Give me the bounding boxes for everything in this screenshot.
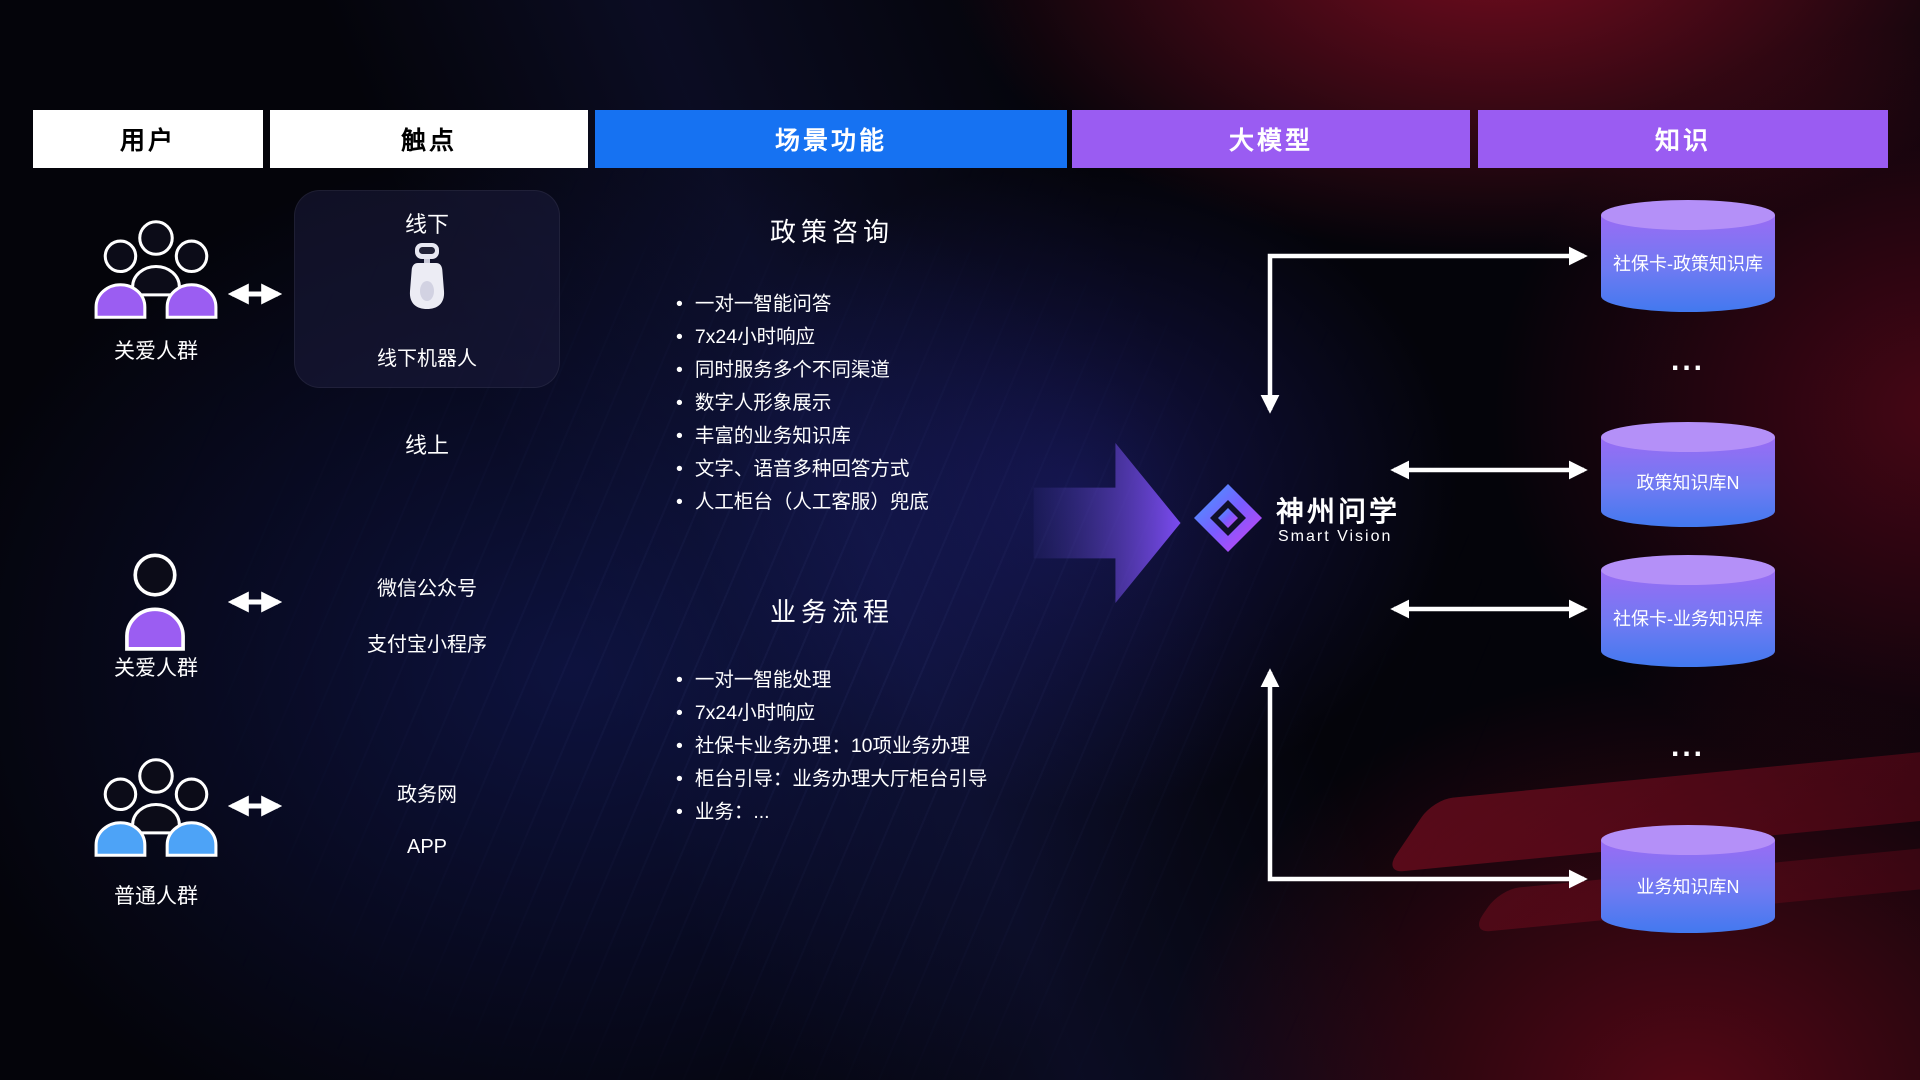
scene-process-title: 业务流程: [769, 597, 894, 627]
user-person-icon: [125, 553, 185, 651]
kb-ellipsis: ...: [1670, 344, 1705, 377]
policy-item: 一对一智能问答: [676, 288, 929, 321]
offline-robot-label: 线下机器人: [377, 348, 477, 370]
policy-item: 文字、语音多种回答方式: [676, 453, 929, 486]
smart-vision-logo-icon: [1194, 484, 1262, 552]
offline-title: 线下: [404, 212, 449, 237]
cylinder-body: [1601, 840, 1775, 933]
process-item: 7x24小时响应: [676, 697, 987, 730]
channel-alipay: 支付宝小程序: [367, 634, 487, 656]
policy-item: 人工柜台（人工客服）兜底: [676, 486, 929, 519]
cylinder-body: [1601, 570, 1775, 667]
scene-policy-list: 一对一智能问答 7x24小时响应 同时服务多个不同渠道 数字人形象展示 丰富的业…: [676, 288, 929, 519]
arrow-model-kb1: [1260, 246, 1588, 414]
column-header-knowledge: 知识: [1478, 110, 1888, 168]
kb-label: 业务知识库N: [1636, 877, 1740, 898]
process-item: 社保卡业务办理：10项业务办理: [676, 730, 987, 763]
cylinder-body: [1601, 437, 1775, 527]
process-item: 柜台引导：业务办理大厅柜台引导: [676, 763, 988, 796]
kb-label: 社保卡-业务知识库: [1613, 609, 1763, 630]
column-header-scenes: 场景功能: [595, 110, 1067, 168]
kb-label: 社保卡-政策知识库: [1613, 254, 1763, 275]
cylinder-top: [1601, 555, 1775, 585]
policy-item: 同时服务多个不同渠道: [676, 354, 929, 387]
kb-cylinder-business-ssc: 社保卡-业务知识库: [1601, 555, 1775, 667]
model-subtitle: Smart Vision: [1278, 528, 1393, 545]
policy-item: 丰富的业务知识库: [676, 420, 929, 453]
user-label-care-group-2: 关爱人群: [114, 657, 198, 680]
channel-wechat: 微信公众号: [377, 578, 477, 600]
kb-cylinder-policy-n: 政策知识库N: [1601, 422, 1775, 527]
scene-policy-title: 政策咨询: [769, 217, 894, 247]
column-header-users: 用户: [33, 110, 263, 168]
column-header-touchpoints: 触点: [270, 110, 588, 168]
offline-touchpoint-card: 线下 线下机器人: [294, 190, 560, 388]
scene-process-list: 一对一智能处理 7x24小时响应 社保卡业务办理：10项业务办理 柜台引导：业务…: [676, 664, 988, 829]
kb-cylinder-policy-ssc: 社保卡-政策知识库: [1601, 200, 1775, 312]
cylinder-top: [1601, 200, 1775, 230]
user-group-icon: [94, 220, 218, 319]
process-item: 业务：...: [676, 796, 987, 829]
online-title: 线上: [404, 433, 449, 458]
channel-app: APP: [406, 836, 448, 858]
cylinder-body: [1601, 215, 1775, 312]
process-item: 一对一智能处理: [676, 664, 987, 697]
kb-label: 政策知识库N: [1636, 472, 1740, 493]
kb-cylinder-business-n: 业务知识库N: [1601, 825, 1775, 933]
cylinder-top: [1601, 825, 1775, 855]
user-label-care-group-1: 关爱人群: [114, 340, 198, 363]
cylinder-top: [1601, 422, 1775, 452]
model-name: 神州问学: [1276, 496, 1401, 527]
flow-arrow: [1033, 443, 1181, 603]
policy-item: 数字人形象展示: [676, 387, 929, 420]
user-group-icon: [94, 758, 218, 857]
column-header-model: 大模型: [1072, 110, 1470, 168]
channel-gov-web: 政务网: [397, 784, 457, 806]
user-label-general-group: 普通人群: [114, 885, 198, 908]
kb-ellipsis: ...: [1670, 730, 1705, 763]
robot-icon: [409, 243, 445, 309]
policy-item: 7x24小时响应: [676, 321, 929, 354]
